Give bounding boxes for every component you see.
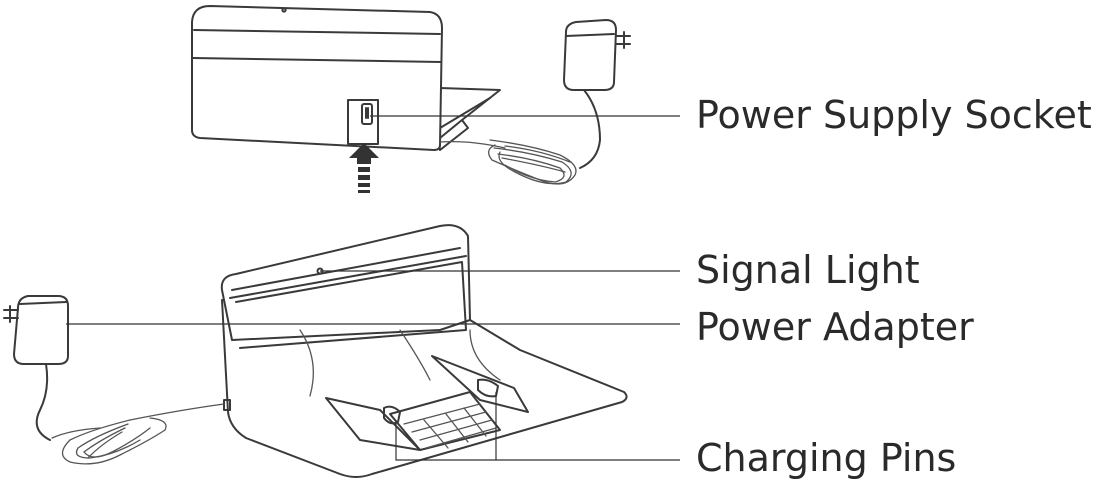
- dock-rear-view: [191, 5, 501, 151]
- bottom-power-adapter: [3, 295, 225, 465]
- top-power-adapter: [439, 19, 631, 185]
- label-power-supply-socket: Power Supply Socket: [696, 93, 1092, 137]
- insert-arrow-icon: [349, 143, 379, 193]
- dock-front-view: [220, 224, 628, 478]
- label-charging-pins: Charging Pins: [696, 436, 957, 480]
- label-power-adapter: Power Adapter: [696, 305, 974, 349]
- leader-charging-pins: [395, 392, 680, 461]
- label-signal-light: Signal Light: [696, 248, 920, 292]
- leader-lines: [66, 115, 680, 461]
